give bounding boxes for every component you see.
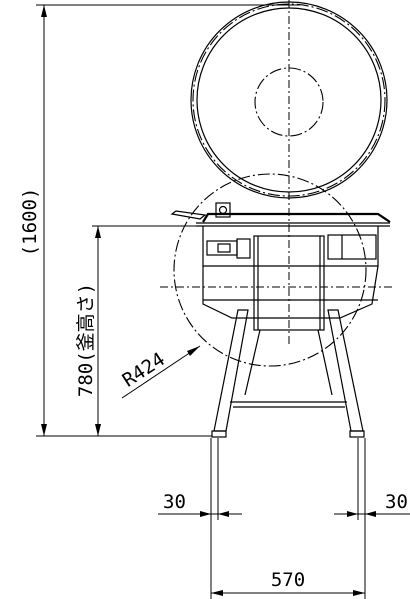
kettle-body	[170, 202, 391, 331]
dimension-right-offset	[334, 511, 410, 517]
radius-leader	[121, 345, 201, 399]
dimension-leg-width	[211, 590, 365, 596]
right-offset-label: 30	[385, 491, 408, 513]
rotation-radius-circle	[173, 173, 367, 367]
dimension-kettle-height	[92, 225, 205, 437]
overall-height-label: (1600)	[19, 188, 41, 257]
leg-width-label: 570	[271, 569, 305, 591]
dimension-left-offset	[158, 511, 242, 517]
left-offset-label: 30	[163, 491, 186, 513]
stand-legs	[211, 309, 365, 438]
radius-label: R424	[119, 348, 169, 391]
center-lines	[160, 0, 395, 345]
dimension-overall-height	[36, 4, 300, 437]
foot-extension-lines	[210, 438, 366, 599]
kettle-height-label: 780(釜高さ)	[75, 283, 97, 397]
